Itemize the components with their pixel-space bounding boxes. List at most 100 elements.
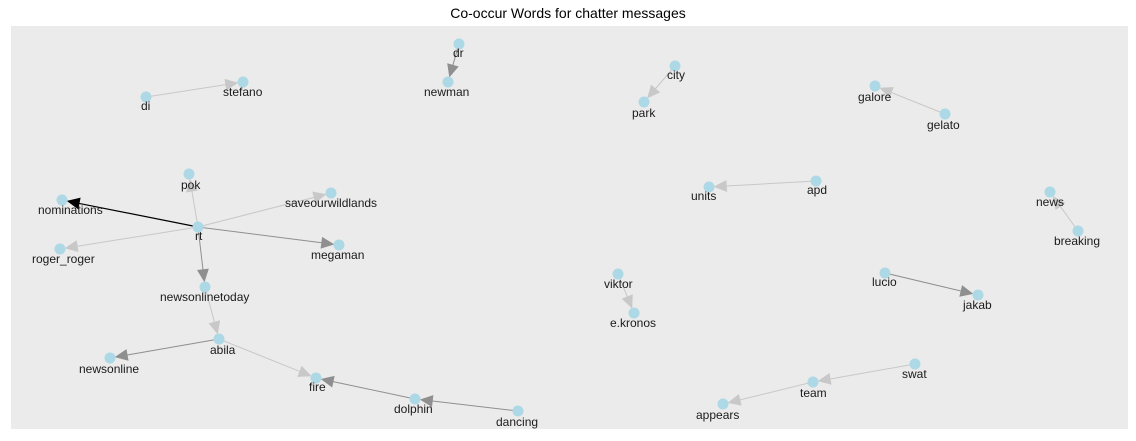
node-label-fire: fire [309, 380, 326, 394]
edge-line [79, 202, 199, 228]
edge-team-appears [727, 381, 814, 406]
node-dr [453, 38, 465, 50]
node-pok [183, 168, 195, 180]
edge-line [197, 196, 315, 228]
node-label-swat: swat [902, 367, 927, 381]
edge-line [739, 381, 814, 401]
node-label-jakab: jakab [962, 298, 992, 312]
node-label-megaman: megaman [311, 248, 364, 262]
edge-arrowhead [186, 178, 198, 193]
edge-line [197, 226, 204, 270]
node-label-newsonline: newsonline [79, 362, 139, 376]
edge-line [432, 400, 519, 412]
labels-layer: drnewmandistefanocityparkgaloregelatopok… [32, 46, 1100, 429]
edge-arrowhead [114, 349, 129, 361]
node-nominations [56, 194, 68, 206]
node-label-di: di [141, 99, 150, 113]
graph-title: Co-occur Words for chatter messages [450, 5, 686, 21]
edge-line [204, 286, 215, 323]
edge-arrowhead [64, 240, 79, 253]
node-label-gelato: gelato [927, 118, 960, 132]
node-abila [213, 333, 225, 345]
node-newman [442, 76, 454, 88]
node-label-dancing: dancing [496, 415, 538, 429]
edge-abila-fire [218, 338, 312, 377]
node-roger_roger [54, 243, 66, 255]
node-lucio [879, 267, 891, 279]
plot-panel [11, 26, 1128, 429]
edge-rt-nominations [66, 197, 199, 228]
edge-rt-newsonlinetoday [197, 226, 209, 283]
edge-line [726, 180, 817, 187]
edge-arrowhead [727, 393, 742, 406]
edge-arrowhead [320, 375, 335, 388]
node-saveourwildlands [325, 187, 337, 199]
node-label-units: units [691, 189, 716, 203]
node-fire [310, 372, 322, 384]
node-label-abila: abila [210, 343, 236, 357]
node-gelato [939, 108, 951, 120]
node-label-rt: rt [195, 229, 203, 243]
edge-line [127, 338, 220, 356]
edge-arrowhead [621, 294, 633, 309]
node-jakab [972, 289, 984, 301]
edge-arrowhead [647, 84, 661, 99]
node-news [1044, 186, 1056, 198]
node-label-pok: pok [181, 178, 201, 192]
edge-rt-roger_roger [64, 226, 199, 253]
edge-rt-saveourwildlands [197, 191, 327, 228]
node-label-news: news [1036, 195, 1064, 209]
edge-arrowhead [320, 236, 335, 249]
edge-arrowhead [208, 320, 221, 335]
node-di [140, 91, 152, 103]
edge-arrowhead [197, 268, 209, 283]
edge-dolphin-fire [320, 375, 416, 400]
edge-arrowhead [879, 87, 894, 99]
edge-rt-pok [186, 178, 199, 228]
node-units [703, 181, 715, 193]
node-park [638, 96, 650, 108]
edge-arrowhead [66, 197, 81, 210]
node-label-apd: apd [807, 183, 827, 197]
node-dolphin [409, 393, 421, 405]
node-dancing [512, 405, 524, 417]
edge-arrowhead [713, 180, 728, 192]
edge-abila-newsonline [114, 338, 220, 361]
nodes-layer [54, 38, 1084, 417]
edge-arrowhead [959, 285, 974, 297]
edge-dancing-dolphin [419, 395, 519, 412]
node-label-team: team [800, 386, 827, 400]
node-city [669, 60, 681, 72]
node-label-saveourwildlands: saveourwildlands [285, 196, 377, 210]
node-team [807, 376, 819, 388]
node-label-ekronos: e.kronos [610, 316, 656, 330]
node-newsonlinetoday [199, 281, 211, 293]
edge-rt-megaman [197, 226, 335, 249]
node-apd [810, 175, 822, 187]
edge-arrowhead [312, 191, 327, 204]
node-megaman [333, 239, 345, 251]
edge-line [333, 381, 416, 400]
node-label-newsonlinetoday: newsonlinetoday [160, 290, 249, 304]
edges-layer [64, 43, 1079, 412]
node-label-nominations: nominations [38, 203, 103, 217]
edge-arrowhead [419, 395, 434, 407]
node-label-stefano: stefano [223, 85, 263, 99]
node-label-lucio: lucio [872, 275, 897, 289]
node-stefano [237, 76, 249, 88]
edge-lucio-jakab [884, 272, 974, 297]
node-appears [717, 398, 729, 410]
edge-line [145, 84, 226, 98]
edge-line [884, 272, 962, 292]
edge-line [218, 338, 300, 372]
node-label-viktor: viktor [604, 277, 633, 291]
node-label-appears: appears [696, 408, 739, 422]
node-label-park: park [632, 106, 656, 120]
node-ekronos [628, 307, 640, 319]
edge-arrowhead [224, 78, 239, 91]
edge-arrowhead [817, 373, 832, 385]
node-label-dolphin: dolphin [394, 402, 433, 416]
edge-line [191, 191, 199, 228]
edge-line [830, 363, 916, 380]
